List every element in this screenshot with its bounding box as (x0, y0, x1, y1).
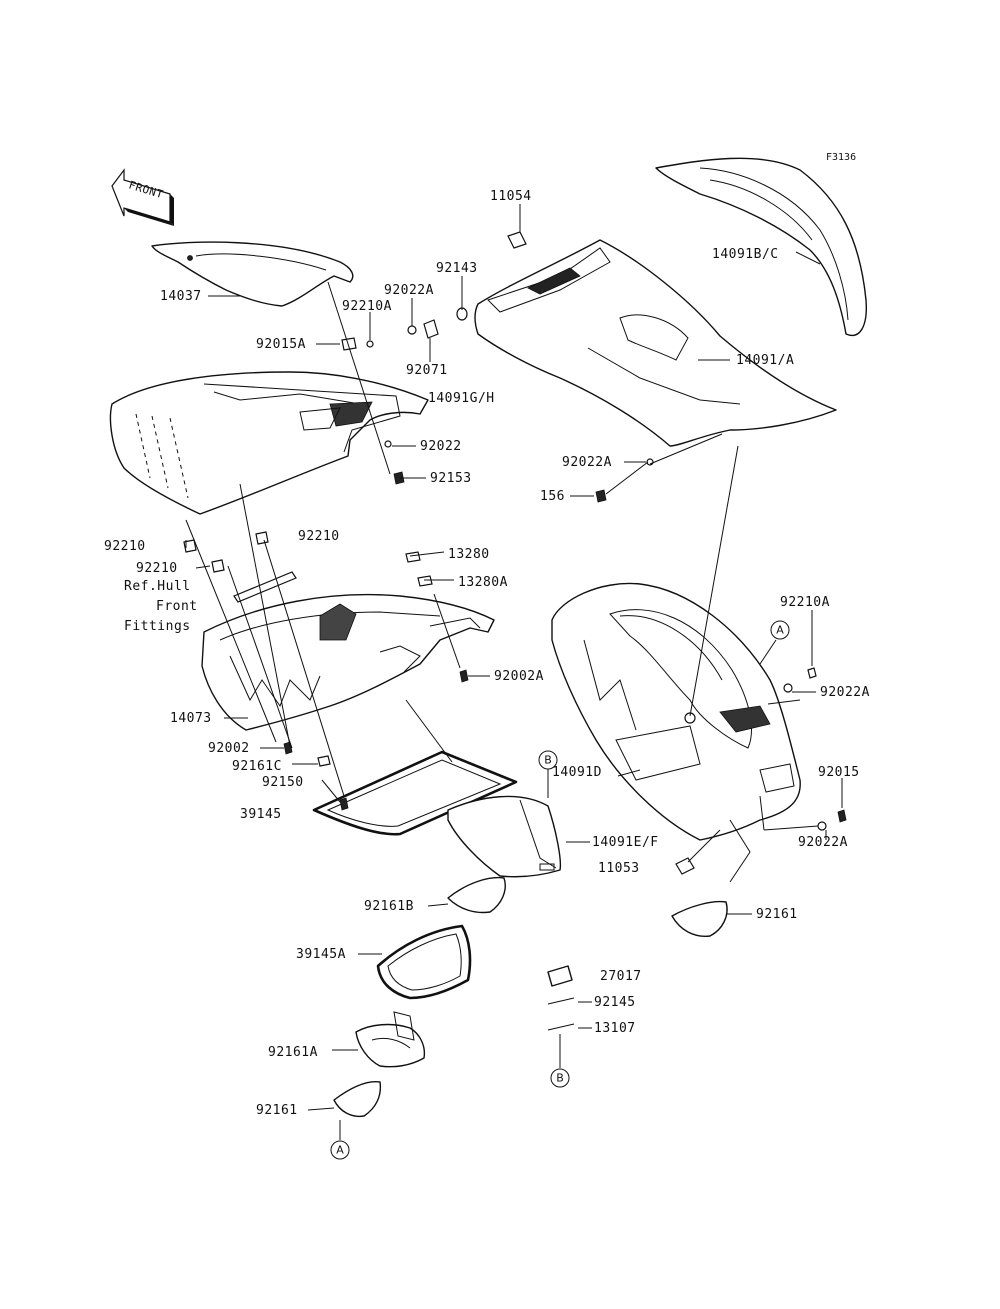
label-14091ef: 14091E/F (592, 835, 659, 850)
label-92161a: 92161A (268, 1045, 318, 1060)
label-front: Front (156, 599, 198, 614)
svg-text:A: A (776, 624, 784, 637)
leader-lines (185, 204, 843, 1140)
ref-circle-b-lower: B (550, 1068, 570, 1088)
part-92161-lower-pad (333, 1081, 382, 1118)
label-fittings: Fittings (124, 619, 191, 634)
part-11054-clip (507, 231, 527, 249)
label-27017: 27017 (600, 969, 642, 984)
label-156: 156 (540, 489, 565, 504)
ref-circle-a-lower: A (330, 1140, 350, 1160)
label-92150: 92150 (262, 775, 304, 790)
part-39145a-seal (376, 924, 472, 1000)
label-14091d: 14091D (552, 765, 602, 780)
figure-code: F3136 (826, 152, 856, 163)
label-14091a: 14091/A (736, 353, 794, 368)
part-labels: 11054 14091B/C 14037 92143 92022A 92210A… (104, 189, 870, 1118)
label-92022a-1: 92022A (384, 283, 434, 298)
part-92145 (547, 997, 575, 1005)
label-11054: 11054 (490, 189, 532, 204)
label-92153: 92153 (430, 471, 472, 486)
label-92210-2: 92210 (298, 529, 340, 544)
part-27017-plate (547, 965, 573, 987)
part-14091bc-rear-cover (655, 157, 867, 337)
label-92210-3: 92210 (136, 561, 178, 576)
part-14091d-shell (551, 582, 801, 841)
label-14091bc: 14091B/C (712, 247, 779, 262)
svg-text:A: A (336, 1144, 344, 1157)
label-39145a: 39145A (296, 947, 346, 962)
label-92161c: 92161C (232, 759, 282, 774)
part-13107 (547, 1023, 575, 1031)
label-92161-1: 92161 (756, 907, 798, 922)
part-11053-clip (675, 857, 695, 875)
label-92071: 92071 (406, 363, 448, 378)
label-92210a-1: 92210A (342, 299, 392, 314)
label-92210a-2: 92210A (780, 595, 830, 610)
part-92161b-pad (447, 876, 506, 914)
ref-circle-a-upper: A (770, 620, 790, 640)
part-14073-console (201, 593, 495, 731)
label-13280: 13280 (448, 547, 490, 562)
part-92161a-bracket (355, 1011, 426, 1068)
label-13107: 13107 (594, 1021, 636, 1036)
part-14037-cover (151, 241, 354, 307)
label-92002a: 92002A (494, 669, 544, 684)
svg-text:B: B (544, 754, 552, 767)
label-92145: 92145 (594, 995, 636, 1010)
label-92022a-2: 92022A (562, 455, 612, 470)
label-92022: 92022 (420, 439, 462, 454)
part-14091a-side-cover (474, 239, 837, 447)
label-13280a: 13280A (458, 575, 508, 590)
part-14091gh-deck (109, 371, 429, 515)
label-14091gh: 14091G/H (428, 391, 495, 406)
label-39145: 39145 (240, 807, 282, 822)
label-11053: 11053 (598, 861, 640, 876)
label-92161b: 92161B (364, 899, 414, 914)
label-92002: 92002 (208, 741, 250, 756)
label-14037: 14037 (160, 289, 202, 304)
label-ref-hull: Ref.Hull (124, 579, 191, 594)
label-92022a-3: 92022A (820, 685, 870, 700)
label-92210-1: 92210 (104, 539, 146, 554)
label-92161-2: 92161 (256, 1103, 298, 1118)
label-92143: 92143 (436, 261, 478, 276)
svg-text:B: B (556, 1072, 564, 1085)
front-direction-arrow-icon: FRONT (111, 168, 174, 226)
ref-circle-b-upper: B (538, 750, 558, 770)
label-92015: 92015 (818, 765, 860, 780)
part-14091ef-cup (447, 795, 562, 878)
label-92015a: 92015A (256, 337, 306, 352)
label-14073: 14073 (170, 711, 212, 726)
part-92161-right-pad (671, 900, 728, 937)
label-92022a-4: 92022A (798, 835, 848, 850)
